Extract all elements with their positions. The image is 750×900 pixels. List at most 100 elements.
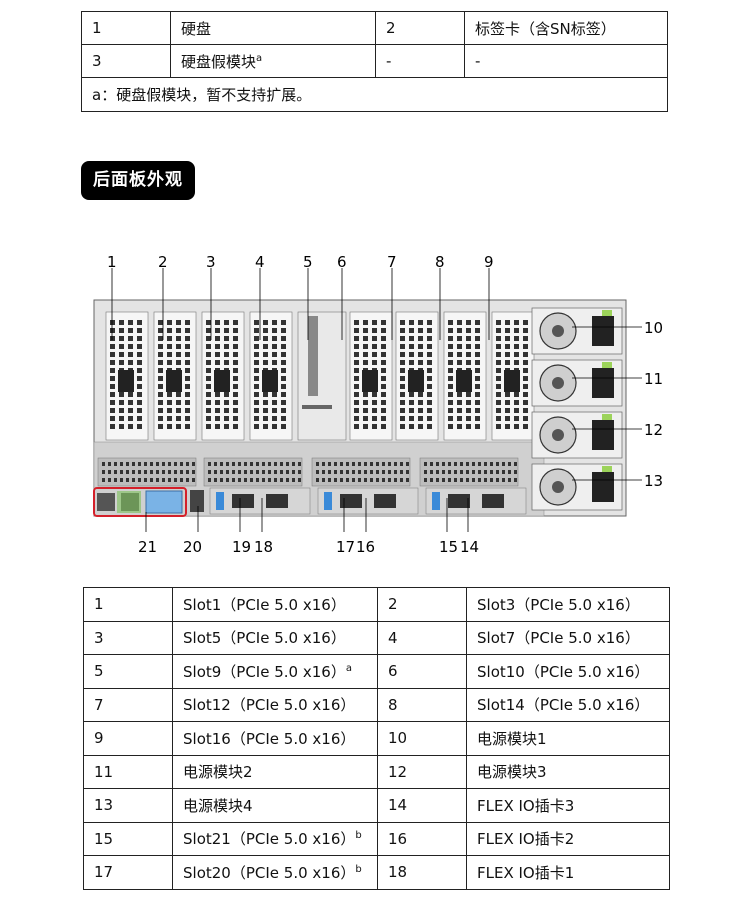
cell-text: 12: [388, 762, 408, 781]
cell-text: 16: [388, 829, 408, 848]
slot-latch: [362, 370, 378, 392]
power-supplies: [531, 307, 623, 511]
cell-text: 10: [388, 729, 408, 748]
callout-number: 12: [644, 421, 663, 439]
callout-number: 18: [254, 538, 273, 556]
cell-text: Slot16（PCIe 5.0 x16）: [183, 729, 356, 748]
table-cell: FLEX IO插卡1: [466, 855, 670, 890]
callout-number: 5: [303, 253, 313, 271]
footnote-mark: b: [355, 863, 362, 875]
cell-text: Slot14（PCIe 5.0 x16）: [477, 696, 650, 715]
table-cell: Slot10（PCIe 5.0 x16）: [466, 654, 670, 689]
highlight-ports-box: [93, 487, 187, 517]
table-cell: FLEX IO插卡3: [466, 788, 670, 823]
pcie-slot-center: [297, 311, 347, 441]
psu-power-inlet: [592, 316, 614, 346]
cell-text: Slot7（PCIe 5.0 x16）: [477, 629, 640, 648]
psu-power-inlet: [592, 368, 614, 398]
table-row: 1 硬盘 2 标签卡（含SN标签）: [81, 11, 668, 45]
callout-number: 14: [460, 538, 479, 556]
table-cell: 电源模块1: [466, 721, 670, 756]
table-cell: 7: [83, 687, 173, 722]
slot-latch: [456, 370, 472, 392]
table-cell: 8: [377, 687, 467, 722]
table-cell: 硬盘: [170, 11, 376, 45]
callout-number: 4: [255, 253, 265, 271]
cell-text: 15: [94, 829, 114, 848]
slot-latch: [504, 370, 520, 392]
table-cell: 15: [83, 821, 173, 856]
table-cell: Slot3（PCIe 5.0 x16）: [466, 587, 670, 622]
table-cell: 1: [81, 11, 171, 45]
cell-text: 11: [94, 762, 114, 781]
slot-latch: [118, 370, 134, 392]
callout-number: 11: [644, 370, 663, 388]
table-note: a：硬盘假模块，暂不支持扩展。: [81, 77, 668, 112]
cell-text: 5: [94, 662, 104, 681]
footnote-mark: b: [355, 830, 362, 842]
cell-text: 4: [388, 628, 398, 647]
psu-power-inlet: [592, 472, 614, 502]
cell-text: 3: [94, 628, 104, 647]
table-cell: 6: [377, 654, 467, 689]
vga-port: [145, 490, 183, 514]
table-cell: Slot20（PCIe 5.0 x16）b: [172, 855, 378, 890]
table-cell: Slot16（PCIe 5.0 x16）: [172, 721, 378, 756]
table-cell: 5: [83, 654, 173, 689]
table-cell: 电源模块4: [172, 788, 378, 823]
table-cell: 10: [377, 721, 467, 756]
table-cell: Slot1（PCIe 5.0 x16）: [172, 587, 378, 622]
callout-number: 3: [206, 253, 216, 271]
cell-text: Slot3（PCIe 5.0 x16）: [477, 595, 640, 614]
callout-number: 6: [337, 253, 347, 271]
top-spec-table: 1 硬盘 2 标签卡（含SN标签） 3 硬盘假模块a - - a：硬盘假模块，暂…: [81, 11, 668, 112]
callout-number: 17: [336, 538, 355, 556]
table-row: 3 Slot5（PCIe 5.0 x16） 4 Slot7（PCIe 5.0 x16）: [83, 620, 670, 655]
cell-text: 硬盘假模块: [181, 52, 257, 71]
cell-text: 7: [94, 695, 104, 714]
table-cell: 1: [83, 587, 173, 622]
table-row: 3 硬盘假模块a - -: [81, 44, 668, 78]
table-cell: 14: [377, 788, 467, 823]
usb-ports: [190, 490, 204, 512]
table-cell: 电源模块3: [466, 754, 670, 789]
flex-io-area: [97, 457, 527, 515]
flex-io-card-1: [209, 487, 311, 515]
slot-latch: [262, 370, 278, 392]
table-cell: Slot5（PCIe 5.0 x16）: [172, 620, 378, 655]
footnote-mark: a: [345, 662, 352, 674]
callout-number: 15: [439, 538, 458, 556]
callout-number: 16: [356, 538, 375, 556]
callout-number: 7: [387, 253, 397, 271]
table-cell: 16: [377, 821, 467, 856]
table-cell: 13: [83, 788, 173, 823]
table-cell: 12: [377, 754, 467, 789]
psu-power-inlet: [592, 420, 614, 450]
callout-number: 2: [158, 253, 168, 271]
table-cell: 3: [81, 44, 171, 78]
cell-text: 14: [388, 796, 408, 815]
section-title: 后面板外观: [81, 161, 195, 200]
flex-io-card-3: [425, 487, 527, 515]
cell-text: Slot12（PCIe 5.0 x16）: [183, 696, 356, 715]
callout-number: 13: [644, 472, 663, 490]
callout-number: 21: [138, 538, 157, 556]
callout-number: 9: [484, 253, 494, 271]
cell-text: Slot20（PCIe 5.0 x16）: [183, 863, 356, 882]
callout-number: 8: [435, 253, 445, 271]
flex-io-card-2: [317, 487, 419, 515]
cell-text: 18: [388, 863, 408, 882]
slot-latch: [408, 370, 424, 392]
slot-latch: [166, 370, 182, 392]
table-cell: 2: [377, 587, 467, 622]
slot-latch: [214, 370, 230, 392]
rj45-port-1: [97, 493, 115, 511]
cell-text: 电源模块3: [477, 763, 547, 782]
